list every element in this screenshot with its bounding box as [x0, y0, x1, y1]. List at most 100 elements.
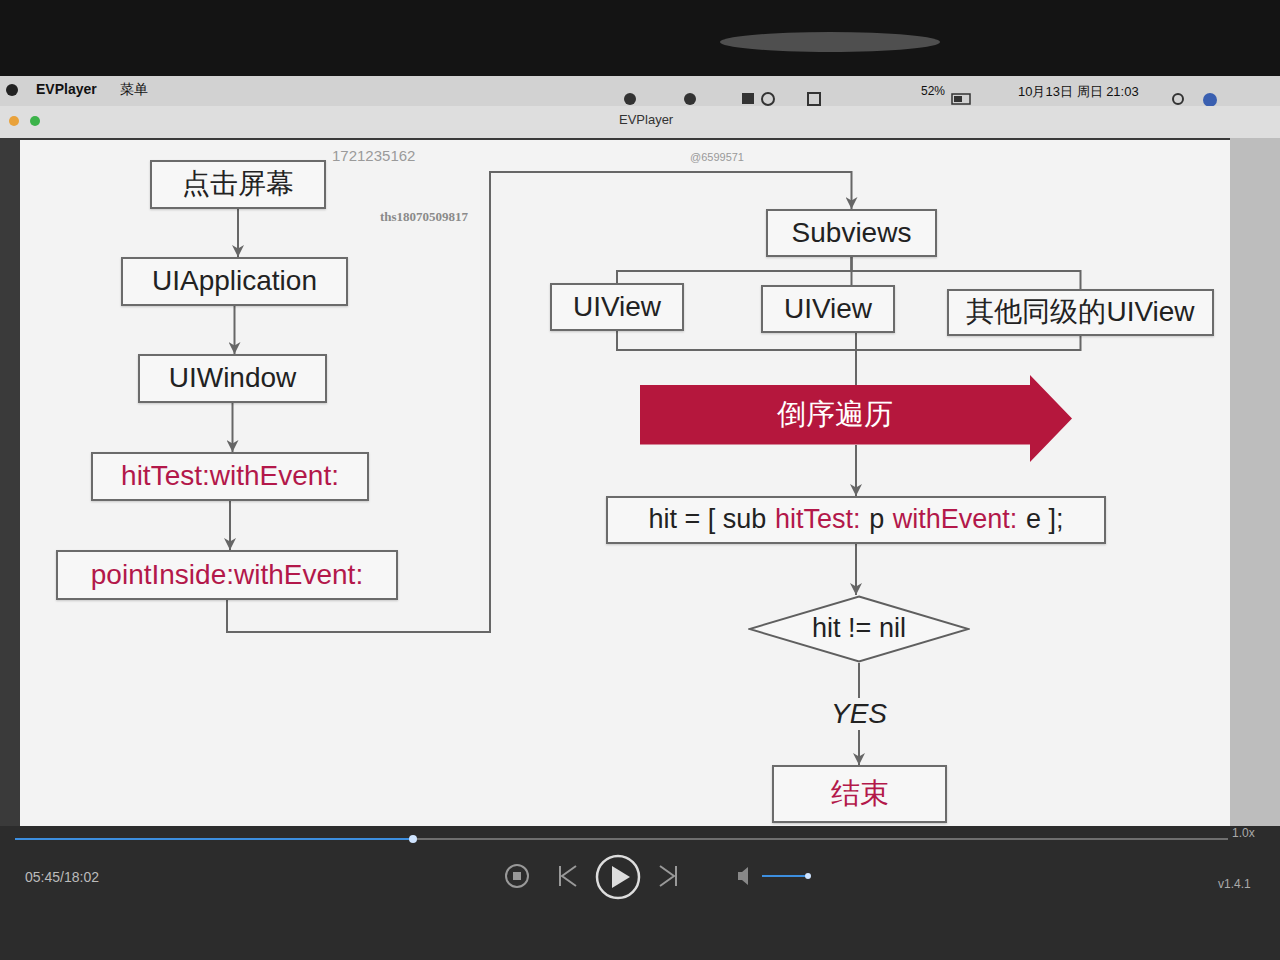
- node-text: pointInside:withEvent:: [91, 559, 363, 591]
- node-label: UIApplication: [152, 265, 317, 297]
- node-label: 倒序遍历: [777, 398, 893, 431]
- view-box: UIView: [550, 283, 684, 331]
- reverse-arrow: 倒序遍历: [640, 375, 1072, 462]
- volume-icon: [738, 867, 748, 885]
- node-text: UIView: [573, 291, 661, 323]
- menu-text: EVPlayer: [36, 81, 97, 97]
- connector: [855, 544, 857, 595]
- progress-knob: [409, 835, 417, 843]
- node-text: UIView: [784, 293, 872, 325]
- connector: [237, 209, 239, 257]
- view-box: 其他同级的UIView: [947, 289, 1214, 336]
- node-label: hit != nil: [812, 613, 906, 644]
- start-box: 点击屏幕: [150, 160, 326, 209]
- code-box: hit = [ sub hitTest: p withEvent: e ];: [606, 496, 1106, 544]
- node-label: pointInside:withEvent:: [91, 559, 363, 591]
- node-text: 结束: [831, 777, 889, 810]
- method-box: pointInside:withEvent:: [56, 550, 398, 600]
- menu-text: 10月13日 周日 21:03: [1018, 85, 1139, 100]
- progress-played: [15, 838, 413, 840]
- connector: [234, 306, 236, 354]
- node-label: UIView: [784, 293, 872, 325]
- diamond-outline: [750, 597, 969, 662]
- player-text: 1.0x: [1232, 827, 1255, 841]
- node-text: hit != nil: [812, 613, 906, 644]
- menu-text: EVPlayer: [619, 113, 673, 128]
- node-label: hitTest:withEvent:: [121, 460, 339, 492]
- menu-text: 菜单: [120, 81, 148, 97]
- next-button: [660, 866, 676, 886]
- node-text: UIWindow: [169, 362, 297, 394]
- stop-button: [506, 865, 528, 887]
- node-label: 其他同级的UIView: [966, 296, 1194, 328]
- connector: [229, 501, 231, 550]
- volume-slider: [762, 875, 808, 877]
- process-box: UIWindow: [138, 354, 327, 403]
- watermark: @6599571: [690, 151, 744, 164]
- battery-icon: [952, 94, 970, 104]
- node-text: Subviews: [792, 217, 912, 249]
- watermark: ths18070509817: [380, 210, 468, 225]
- node-label: e ];: [1026, 504, 1064, 535]
- window-button: [30, 116, 40, 126]
- node-label: hit = [ sub: [649, 504, 767, 535]
- status-icon: [624, 93, 636, 105]
- end-box: 结束: [772, 765, 947, 823]
- node-text: 点击屏幕: [182, 168, 294, 200]
- slide-margin: [1230, 138, 1280, 828]
- play-button: [597, 856, 639, 898]
- connector: [856, 336, 1081, 385]
- view-box: UIView: [761, 285, 895, 333]
- progress-track: [15, 838, 1228, 840]
- node-label: Subviews: [792, 217, 912, 249]
- node-text: hitTest:withEvent:: [121, 460, 339, 492]
- edge-label: YES: [827, 698, 891, 730]
- player-text: v1.4.1: [1218, 878, 1251, 892]
- connector: [855, 333, 857, 385]
- play-symbol: [612, 866, 630, 888]
- connector: [851, 257, 853, 285]
- node-label: withEvent:: [893, 504, 1018, 535]
- process-box: Subviews: [766, 209, 937, 257]
- node-text: hit = [ sub hitTest: p withEvent: e ];: [649, 504, 1064, 535]
- connector: [617, 257, 852, 283]
- node-text: UIApplication: [152, 265, 317, 297]
- connector: [232, 403, 234, 452]
- arrow-outline: [640, 375, 1072, 462]
- connector: [617, 331, 856, 385]
- node-label: 点击屏幕: [182, 168, 294, 200]
- apple-logo: [6, 84, 18, 96]
- node-label: 结束: [831, 777, 889, 810]
- decision-diamond: hit != nil: [748, 595, 970, 663]
- search-icon: [1173, 94, 1183, 104]
- title-bar: [0, 106, 1280, 138]
- glare: [720, 32, 940, 52]
- node-label: p: [869, 504, 884, 535]
- node-label: UIView: [573, 291, 661, 323]
- player-controls: [0, 826, 1280, 960]
- node-label: hitTest:: [775, 504, 861, 535]
- node-label: UIWindow: [169, 362, 297, 394]
- watermark: 1721235162: [332, 147, 415, 164]
- siri-icon: [1203, 93, 1217, 107]
- volume-knob: [805, 873, 811, 879]
- status-icon: [762, 93, 774, 105]
- player-frame: [0, 138, 1280, 828]
- status-icon: [684, 93, 696, 105]
- node-text: 其他同级的UIView: [966, 296, 1194, 328]
- battery-level: [954, 96, 962, 102]
- process-box: UIApplication: [121, 257, 348, 306]
- node-text: 倒序遍历: [777, 398, 935, 438]
- connector: [855, 445, 857, 496]
- prev-button: [560, 866, 576, 886]
- menu-bar: [0, 76, 1280, 106]
- player-text: 05:45/18:02: [25, 869, 99, 885]
- stop-symbol: [513, 872, 521, 880]
- window-button: [9, 116, 19, 126]
- slide: [20, 140, 1230, 826]
- method-box: hitTest:withEvent:: [91, 452, 369, 501]
- status-icon: [808, 93, 820, 105]
- menu-text: 52%: [921, 85, 945, 99]
